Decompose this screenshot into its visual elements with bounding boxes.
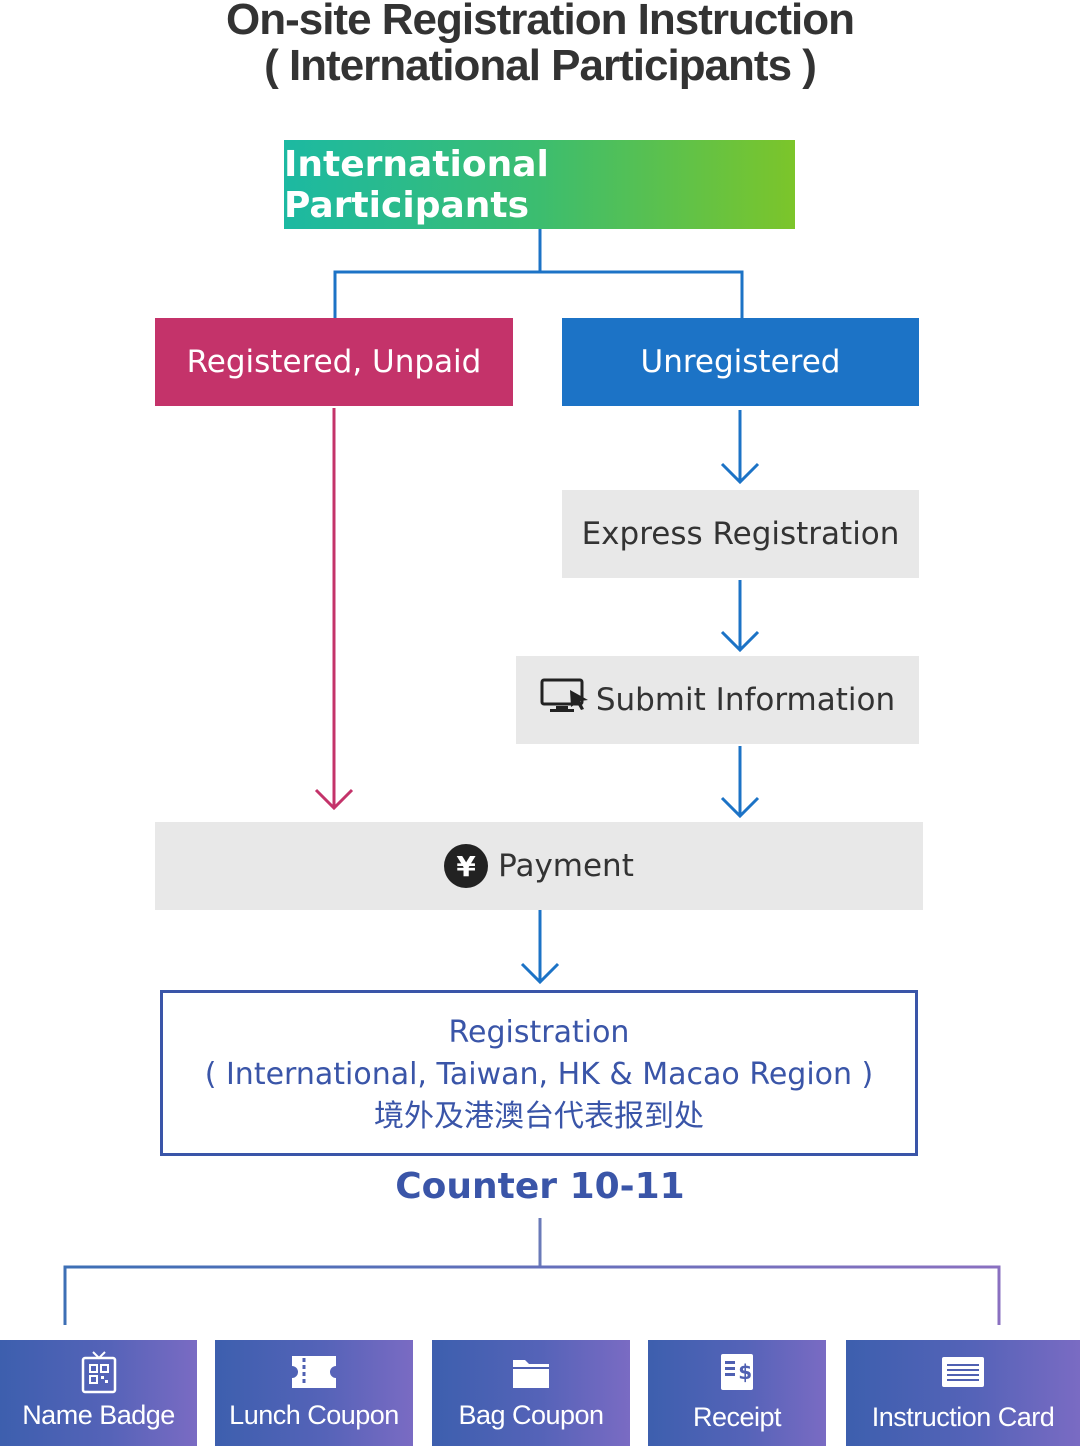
counter-line2: ( International, Taiwan, HK & Macao Regi… — [204, 1057, 874, 1092]
unregistered-label: Unregistered — [640, 344, 841, 380]
arrowhead-registered — [314, 788, 354, 811]
folder-icon — [432, 1350, 630, 1394]
arrowhead-payment — [720, 796, 760, 819]
item-receipt: $ Receipt — [648, 1340, 826, 1446]
international-participants-box: International Participants — [284, 140, 795, 229]
international-participants-label: International Participants — [284, 143, 549, 226]
arrowhead-submit — [720, 630, 760, 653]
connector-bottom-split — [63, 1265, 1001, 1325]
payment-box: ¥ Payment — [155, 822, 923, 910]
item-bag-coupon: Bag Coupon — [432, 1340, 630, 1446]
submit-information-box: Submit Information — [516, 656, 919, 744]
page-title-line1: On-site Registration Instruction — [225, 0, 855, 44]
item-label: Receipt — [692, 1402, 782, 1432]
svg-text:$: $ — [738, 1360, 751, 1384]
item-instruction-card: Instruction Card — [846, 1340, 1080, 1446]
item-lunch-coupon: Lunch Coupon — [215, 1340, 413, 1446]
counter-number: Counter 10-11 — [395, 1166, 685, 1207]
name-badge-icon — [0, 1350, 197, 1394]
arrowhead-express — [720, 462, 760, 485]
counter-line1: Registration — [448, 1015, 630, 1050]
registered-unpaid-box: Registered, Unpaid — [155, 318, 513, 406]
computer-icon — [540, 678, 590, 722]
submit-information-label: Submit Information — [595, 682, 896, 718]
registered-unpaid-label: Registered, Unpaid — [186, 344, 482, 380]
connector-top-split-right — [540, 270, 744, 318]
yen-symbol: ¥ — [456, 849, 476, 883]
receipt-icon: $ — [648, 1350, 826, 1394]
item-name-badge: Name Badge — [0, 1340, 197, 1446]
express-registration-label: Express Registration — [581, 516, 900, 552]
item-label: Instruction Card — [871, 1402, 1055, 1432]
payment-label: Payment — [498, 848, 634, 884]
item-label: Bag Coupon — [458, 1400, 604, 1430]
counter-line3: 境外及港澳台代表报到处 — [374, 1099, 704, 1134]
connector-top-split — [333, 229, 542, 318]
page-title-line2: ( International Participants ) — [264, 41, 817, 90]
express-registration-box: Express Registration — [562, 490, 919, 578]
item-label: Name Badge — [22, 1400, 175, 1430]
card-icon — [846, 1350, 1080, 1394]
unregistered-box: Unregistered — [562, 318, 919, 406]
registration-counter-box: Registration ( International, Taiwan, HK… — [160, 990, 918, 1156]
arrowhead-counter — [520, 962, 560, 985]
item-label: Lunch Coupon — [229, 1400, 399, 1430]
ticket-icon — [215, 1350, 413, 1394]
yen-icon: ¥ — [444, 844, 489, 888]
